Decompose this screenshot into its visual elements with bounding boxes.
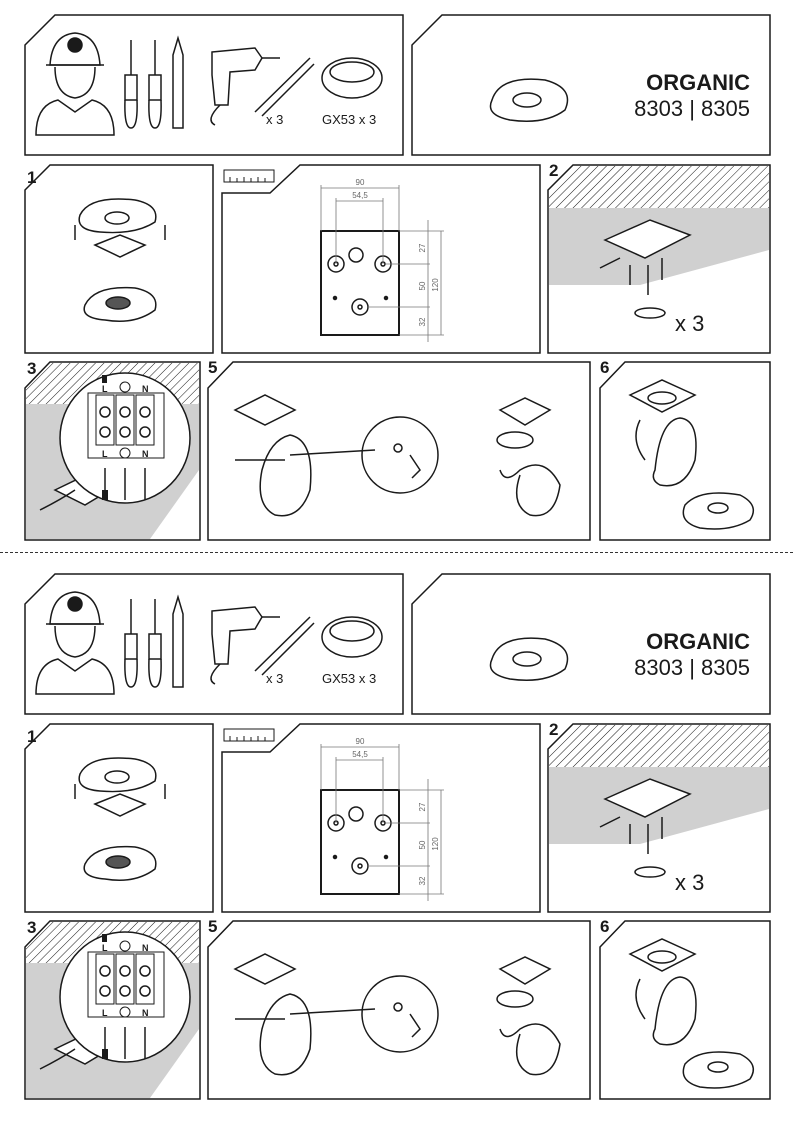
dimension-height: 120 [431,278,440,292]
wiring-connection-illustration [233,953,561,1076]
product-name: ORGANIC [646,70,750,95]
wiring-connection-illustration [233,394,561,517]
product-codes: 8303 | 8305 [634,655,750,680]
product-panel [411,573,771,715]
mounting-plate-drawing [320,789,400,895]
drill-icon [210,606,280,685]
product-name: ORGANIC [646,629,750,654]
electrician-icon [35,591,115,695]
step3-panel [24,361,201,541]
product-codes: 8303 | 8305 [634,96,750,121]
lamp-product-icon [489,78,569,122]
step-number-2: 2 [549,720,559,739]
dimension-top: 27 [418,802,427,811]
step1-panel [24,164,214,354]
step6-panel [599,920,771,1100]
pencil-icon [172,594,184,688]
step-number-3: 3 [27,359,37,378]
lamp-box-illustration [74,757,166,881]
instruction-sheet: 90 54,5 27 50 120 32 [0,559,793,1119]
terminal-live-label: L [102,449,108,459]
ceiling-illustration [549,725,769,878]
screwdriver-icon [124,40,138,129]
bulb-quantity: GX53 x 3 [322,112,377,127]
step-number-5: 5 [208,358,218,377]
instruction-sheet: 90 54,5 27 50 120 32 [0,0,793,560]
ruler-icon [223,728,275,742]
gx53-bulb-icon [321,57,383,99]
terminal-neutral-label: N [142,449,149,459]
lamp-box-illustration [74,198,166,322]
dowel-screw-icon [254,616,315,676]
bulb-quantity: GX53 x 3 [322,671,377,686]
dimension-width: 90 [356,178,365,187]
tools-panel [24,573,404,715]
mounting-plate-drawing [320,230,400,336]
dowel-quantity: x 3 [266,671,284,686]
terminal-live-label: L [102,943,108,953]
step-number-2: 2 [549,161,559,180]
dimension-height: 120 [431,837,440,851]
screwdriver-icon [124,599,138,688]
cut-line [0,552,793,553]
ceiling-illustration [549,166,769,319]
dimension-middle: 50 [418,840,427,849]
dimension-bottom: 32 [418,876,427,885]
dimension-hole-spacing: 54,5 [352,191,368,200]
step-number-1: 1 [27,168,37,187]
step-number-1: 1 [27,727,37,746]
dimension-lines [320,744,444,901]
terminal-neutral-label: N [142,943,149,953]
screwdriver-icon [148,40,162,129]
dimension-panel [221,164,541,354]
step-number-3: 3 [27,918,37,937]
step2-panel [547,723,771,913]
terminal-live-label: L [102,1008,108,1018]
terminal-block-magnified [59,931,191,1063]
pencil-icon [172,35,184,129]
dimension-hole-spacing: 54,5 [352,750,368,759]
dimension-top: 27 [418,243,427,252]
dowel-quantity-step2: x 3 [675,870,705,895]
step-number-6: 6 [600,917,610,936]
step5-panel [207,361,591,541]
dowel-quantity: x 3 [266,112,284,127]
dimension-bottom: 32 [418,317,427,326]
step-number-6: 6 [600,358,610,377]
step5-panel [207,920,591,1100]
terminal-neutral-label: N [142,384,149,394]
lamp-install-illustration [628,379,755,530]
electrician-icon [35,32,115,136]
terminal-live-label: L [102,384,108,394]
sheet-drawings: 90 54,5 27 50 120 32 [24,14,771,541]
lamp-product-icon [489,637,569,681]
step2-panel [547,164,771,354]
dowel-screw-icon [254,57,315,117]
screwdriver-icon [148,599,162,688]
product-panel [411,14,771,156]
step3-panel [24,920,201,1100]
step6-panel [599,361,771,541]
step-number-5: 5 [208,917,218,936]
terminal-block-magnified [59,372,191,504]
gx53-bulb-icon [321,616,383,658]
dowel-quantity-step2: x 3 [675,311,705,336]
ruler-icon [223,169,275,183]
sheet-drawings: 90 54,5 27 50 120 32 [24,573,771,1100]
step1-panel [24,723,214,913]
dimension-lines [320,185,444,342]
dimension-panel [221,723,541,913]
drill-icon [210,47,280,126]
lamp-install-illustration [628,938,755,1089]
tools-panel [24,14,404,156]
terminal-neutral-label: N [142,1008,149,1018]
dimension-width: 90 [356,737,365,746]
dimension-middle: 50 [418,281,427,290]
